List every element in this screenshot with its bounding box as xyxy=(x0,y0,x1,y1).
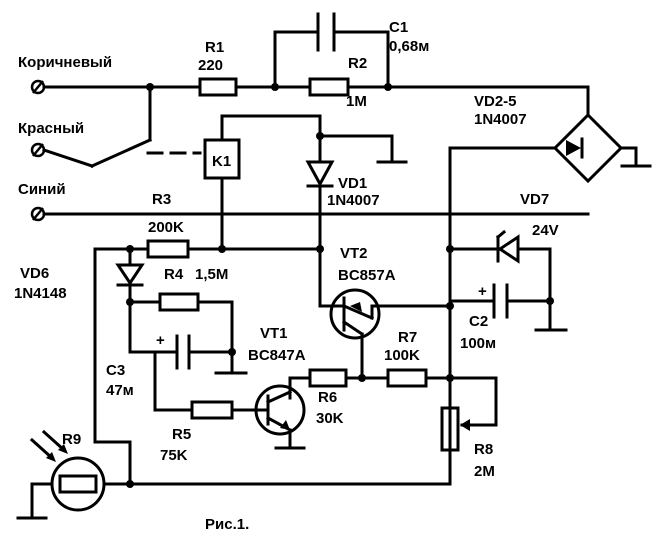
r4-ref: R4 xyxy=(164,266,184,283)
wire-label-brown: Коричневый xyxy=(18,54,112,71)
vd6-value: 1N4148 xyxy=(14,285,67,302)
r2-ref: R2 xyxy=(348,55,367,72)
r5-resistor xyxy=(153,350,234,420)
c1-ref: C1 xyxy=(389,19,408,36)
terminal-brown xyxy=(30,79,46,95)
vt2-transistor xyxy=(318,288,452,380)
r9-photoresistor xyxy=(16,456,452,520)
r2-value: 1M xyxy=(346,93,367,110)
c3-capacitor xyxy=(128,334,248,375)
vd7-ref: VD7 xyxy=(520,191,549,208)
r3-value: 200K xyxy=(148,219,184,236)
r3-ref: R3 xyxy=(152,191,171,208)
r4-value: 1,5M xyxy=(195,266,228,283)
c2-value: 100м xyxy=(460,335,496,352)
r9-ref: R9 xyxy=(62,431,81,448)
r8-ref: R8 xyxy=(474,441,493,458)
relay-contact xyxy=(42,85,202,168)
r1-ref: R1 xyxy=(205,39,224,56)
r5-ref: R5 xyxy=(172,426,191,443)
r8-potentiometer xyxy=(440,406,498,452)
junction-dot xyxy=(218,245,226,253)
c3-plus-sign: + xyxy=(156,332,165,349)
r7-value: 100K xyxy=(384,347,420,364)
c3-value: 47м xyxy=(106,382,134,399)
vt2-value: BC857A xyxy=(338,267,396,284)
vd6-ref: VD6 xyxy=(20,265,49,282)
r6-value: 30K xyxy=(316,410,344,427)
left-bus xyxy=(93,247,132,486)
r8-value: 2M xyxy=(474,463,495,480)
c2-capacitor xyxy=(448,283,568,332)
terminal-red xyxy=(30,142,46,158)
vd25-bridge xyxy=(448,85,652,184)
wire-label-blue: Синий xyxy=(18,181,66,198)
r5-value: 75K xyxy=(160,447,188,464)
c3-ref: C3 xyxy=(106,362,125,379)
light-arrows-icon xyxy=(29,429,68,462)
figure-caption: Рис.1. xyxy=(205,516,249,533)
junction-dot xyxy=(228,348,236,356)
junction-dot xyxy=(126,480,134,488)
wire-label-red: Красный xyxy=(18,120,84,137)
r2-resistor xyxy=(308,77,350,97)
c2-ref: C2 xyxy=(469,313,488,330)
junction-dot xyxy=(271,83,279,91)
vd25-value: 1N4007 xyxy=(474,111,527,128)
junction-dot xyxy=(316,245,324,253)
vt1-ref: VT1 xyxy=(260,325,288,342)
k1-relay-coil xyxy=(203,114,322,251)
c2-plus-sign: + xyxy=(478,283,487,300)
c1-capacitor xyxy=(273,12,390,89)
junction-dot xyxy=(316,132,324,140)
terminal-blue xyxy=(30,206,46,222)
vt2-ref: VT2 xyxy=(340,245,368,262)
r7-ref: R7 xyxy=(398,329,417,346)
k1-ref: K1 xyxy=(212,153,231,170)
junction-dot xyxy=(446,302,454,310)
vd25-ref: VD2-5 xyxy=(474,93,517,110)
vd1-value: 1N4007 xyxy=(327,192,380,209)
vd1-ref: VD1 xyxy=(338,175,367,192)
junction-dot xyxy=(126,298,134,306)
r1-resistor xyxy=(198,77,238,97)
vd7-value: 24V xyxy=(532,222,559,239)
r4-resistor xyxy=(128,292,234,375)
r1-value: 220 xyxy=(198,57,223,74)
r3-resistor xyxy=(93,239,322,259)
r6-ref: R6 xyxy=(318,389,337,406)
vd7-zener xyxy=(448,229,552,332)
vt1-transistor xyxy=(232,384,306,450)
vd1-diode xyxy=(305,114,408,308)
r7-resistor xyxy=(360,368,498,427)
vd6-diode xyxy=(115,247,145,338)
junction-dot xyxy=(384,83,392,91)
vt1-value: BC847A xyxy=(248,347,306,364)
c1-value: 0,68м xyxy=(389,38,429,55)
